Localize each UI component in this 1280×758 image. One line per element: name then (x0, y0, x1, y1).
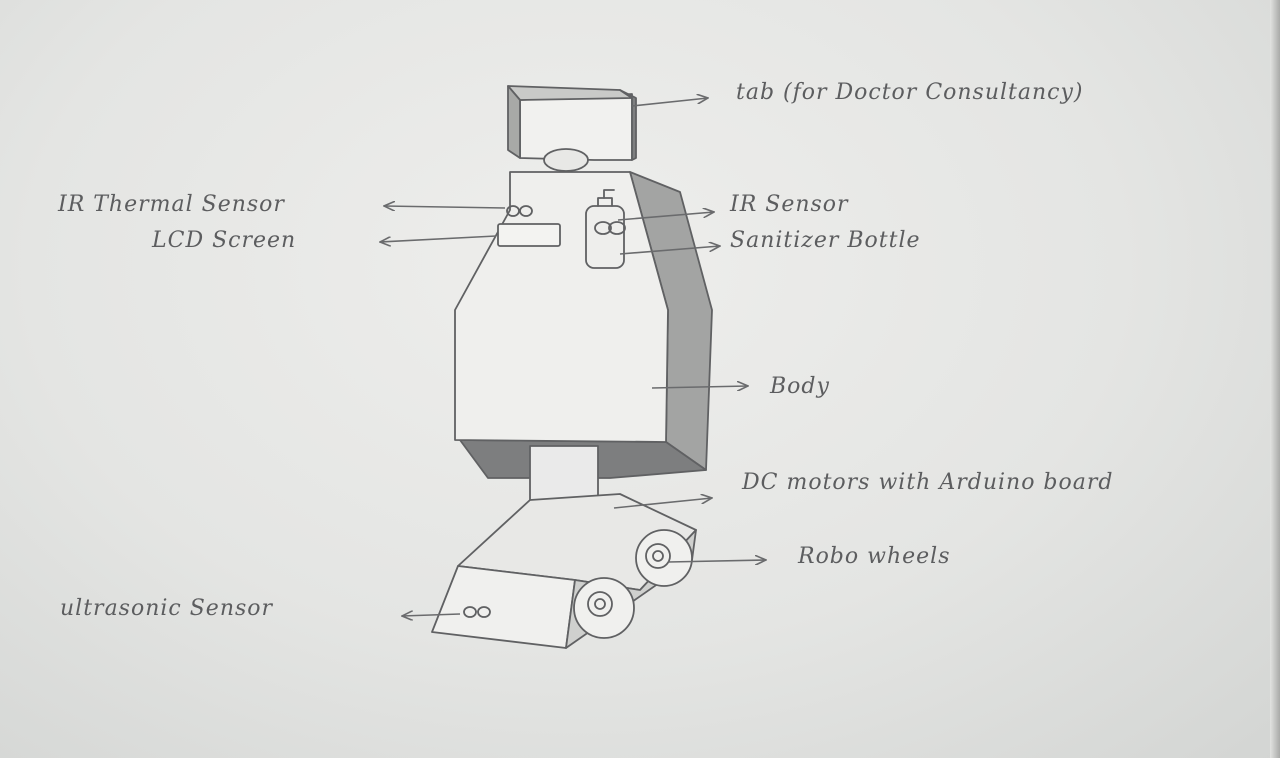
arrow-ir-thermal (384, 206, 505, 208)
robot-body (455, 172, 712, 478)
label-body: Body (770, 374, 830, 399)
arrow-lcd (380, 236, 496, 242)
label-ir-sensor: IR Sensor (730, 192, 849, 217)
label-ultrasonic-sensor: ultrasonic Sensor (60, 596, 273, 621)
label-tab: tab (for Doctor Consultancy) (736, 80, 1084, 105)
label-ir-thermal-sensor: IR Thermal Sensor (58, 192, 285, 217)
label-robo-wheels: Robo wheels (798, 544, 951, 569)
tablet (508, 86, 636, 171)
label-lcd-screen: LCD Screen (152, 228, 296, 253)
label-sanitizer-bottle: Sanitizer Bottle (730, 228, 921, 253)
label-dc-motors: DC motors with Arduino board (742, 470, 1113, 495)
arrow-tab (632, 98, 708, 106)
